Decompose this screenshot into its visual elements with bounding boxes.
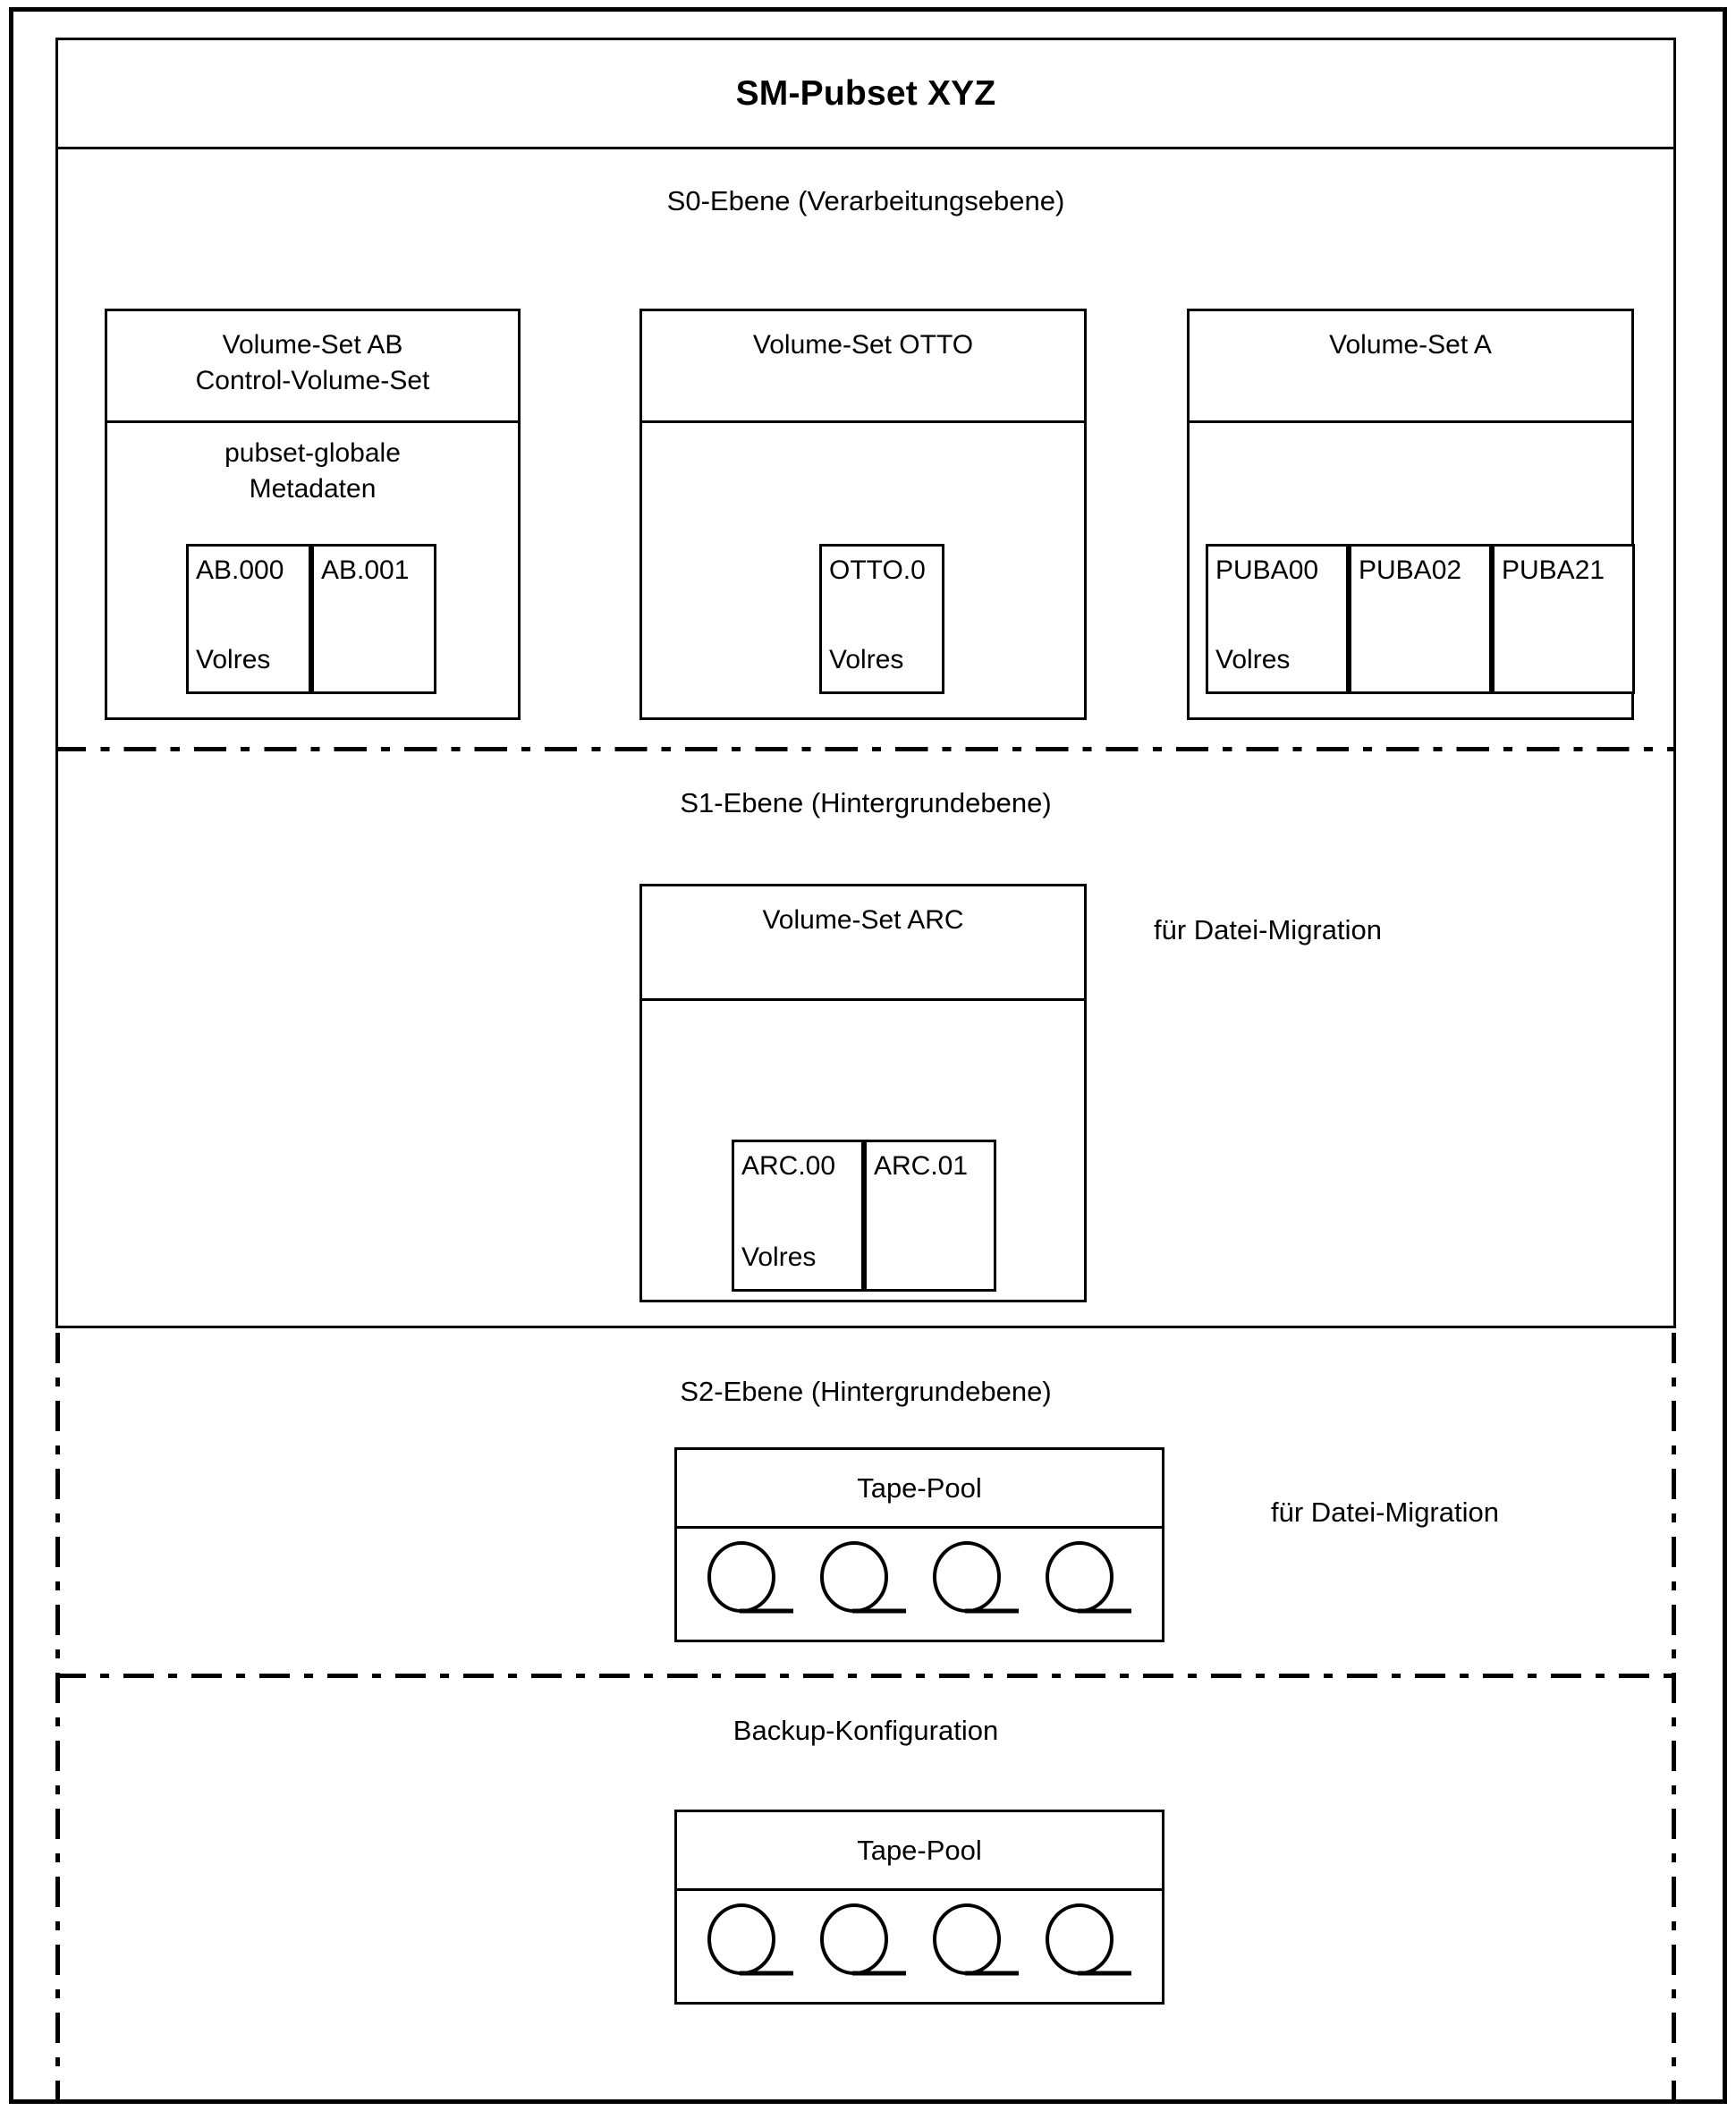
volume-set-arc-header: Volume-Set ARC: [642, 886, 1084, 1001]
volume-strip-a: PUBA00 Volres PUBA02 PUBA21: [1206, 544, 1635, 694]
sm-pubset-container: SM-Pubset XYZ S0-Ebene (Verarbeitungsebe…: [55, 38, 1676, 1328]
volume-ab-000-name: AB.000: [196, 555, 284, 585]
volume-strip-ab: AB.000 Volres AB.001: [186, 544, 436, 694]
volume-set-a-header: Volume-Set A: [1190, 311, 1631, 423]
level-backup: Backup-Konfiguration Tape-Pool: [55, 1674, 1676, 2104]
pubset-global-metadata-label: pubset-globale Metadaten: [107, 423, 518, 507]
volume-set-arc-body: ARC.00 Volres ARC.01: [642, 1001, 1084, 1302]
volume-arc-00: ARC.00 Volres: [732, 1140, 864, 1292]
tape-pool-s2-header: Tape-Pool: [677, 1450, 1162, 1529]
volume-set-a: Volume-Set A PUBA00 Volres PUBA02: [1187, 309, 1635, 720]
metadata-line-2: Metadaten: [249, 473, 377, 504]
tape-reel-icon: [707, 1541, 793, 1614]
volume-set-ab-subtitle: Control-Volume-Set: [195, 365, 430, 395]
volume-puba02: PUBA02: [1349, 544, 1492, 694]
volume-puba00: PUBA00 Volres: [1206, 544, 1349, 694]
volume-puba21-name: PUBA21: [1502, 555, 1605, 585]
tape-pool-backup-header: Tape-Pool: [677, 1812, 1162, 1891]
tape-pool-backup-name: Tape-Pool: [857, 1834, 982, 1866]
volume-puba02-name: PUBA02: [1359, 555, 1462, 585]
level-divider-s0-s1: [58, 747, 1673, 751]
tape-reel-icon: [1046, 1903, 1131, 1976]
volume-set-arc-name: Volume-Set ARC: [762, 905, 964, 935]
volume-puba00-res: Volres: [1215, 645, 1291, 674]
volume-arc-00-name: ARC.00: [741, 1151, 836, 1181]
level-s1: S1-Ebene (Hintergrundebene) für Datei-Mi…: [58, 751, 1673, 1328]
tape-reel-icon: [1046, 1541, 1131, 1614]
tape-pool-backup: Tape-Pool: [674, 1810, 1164, 2005]
volume-set-ab: Volume-Set AB Control-Volume-Set pubset-…: [105, 309, 521, 720]
tape-reel-icon: [820, 1541, 906, 1614]
volume-set-ab-name: Volume-Set AB: [222, 330, 403, 360]
volume-set-otto-body: OTTO.0 Volres: [642, 423, 1084, 717]
volume-arc-00-res: Volres: [741, 1242, 817, 1272]
level-s1-label: S1-Ebene (Hintergrundebene): [680, 787, 1052, 818]
level-s2-label: S2-Ebene (Hintergrundebene): [680, 1376, 1052, 1407]
volume-set-ab-header: Volume-Set AB Control-Volume-Set: [107, 311, 518, 423]
level-s2: S2-Ebene (Hintergrundebene) für Datei-Mi…: [55, 1333, 1676, 1674]
volume-set-otto: Volume-Set OTTO OTTO.0 Volres: [639, 309, 1087, 720]
tape-pool-s2: Tape-Pool: [674, 1447, 1164, 1642]
volume-strip-arc: ARC.00 Volres ARC.01: [732, 1140, 996, 1292]
volume-ab-000-res: Volres: [196, 645, 271, 674]
volume-set-arc: Volume-Set ARC ARC.00 Volres ARC.01: [639, 884, 1087, 1302]
metadata-line-1: pubset-globale: [224, 438, 401, 468]
tape-reel-icon: [933, 1903, 1019, 1976]
volume-ab-001: AB.001: [311, 544, 436, 694]
tape-pool-s2-name: Tape-Pool: [857, 1471, 982, 1504]
volume-set-otto-header: Volume-Set OTTO: [642, 311, 1084, 423]
volume-otto-0-name: OTTO.0: [829, 555, 926, 585]
tape-pool-s2-body: [677, 1529, 1162, 1640]
volume-puba00-name: PUBA00: [1215, 555, 1319, 585]
volume-strip-otto: OTTO.0 Volres: [819, 544, 944, 694]
volume-set-ab-body: pubset-globale Metadaten AB.000 Volres A…: [107, 423, 518, 717]
volume-otto-0-res: Volres: [829, 645, 904, 674]
volume-arc-01: ARC.01: [864, 1140, 996, 1292]
tape-reel-icon: [933, 1541, 1019, 1614]
volume-arc-01-name: ARC.01: [874, 1151, 969, 1181]
volume-set-row-s0: Volume-Set AB Control-Volume-Set pubset-…: [58, 309, 1673, 720]
level-backup-label: Backup-Konfiguration: [733, 1715, 999, 1746]
volume-ab-000: AB.000 Volres: [186, 544, 311, 694]
page-title: SM-Pubset XYZ: [58, 40, 1673, 149]
level-s2-note: für Datei-Migration: [1271, 1496, 1499, 1528]
tape-reel-icon: [707, 1903, 793, 1976]
volume-otto-0: OTTO.0 Volres: [819, 544, 944, 694]
volume-set-a-name: Volume-Set A: [1329, 330, 1492, 360]
tape-reel-icon: [820, 1903, 906, 1976]
volume-set-otto-name: Volume-Set OTTO: [752, 330, 974, 360]
volume-ab-001-name: AB.001: [321, 555, 410, 585]
level-s1-note: für Datei-Migration: [1154, 914, 1382, 945]
volume-set-a-body: PUBA00 Volres PUBA02 PUBA21: [1190, 423, 1635, 717]
tape-pool-backup-body: [677, 1891, 1162, 2002]
level-s0: S0-Ebene (Verarbeitungsebene) Volume-Set…: [58, 149, 1673, 747]
volume-puba21: PUBA21: [1492, 544, 1635, 694]
level-s0-label: S0-Ebene (Verarbeitungsebene): [666, 185, 1065, 216]
